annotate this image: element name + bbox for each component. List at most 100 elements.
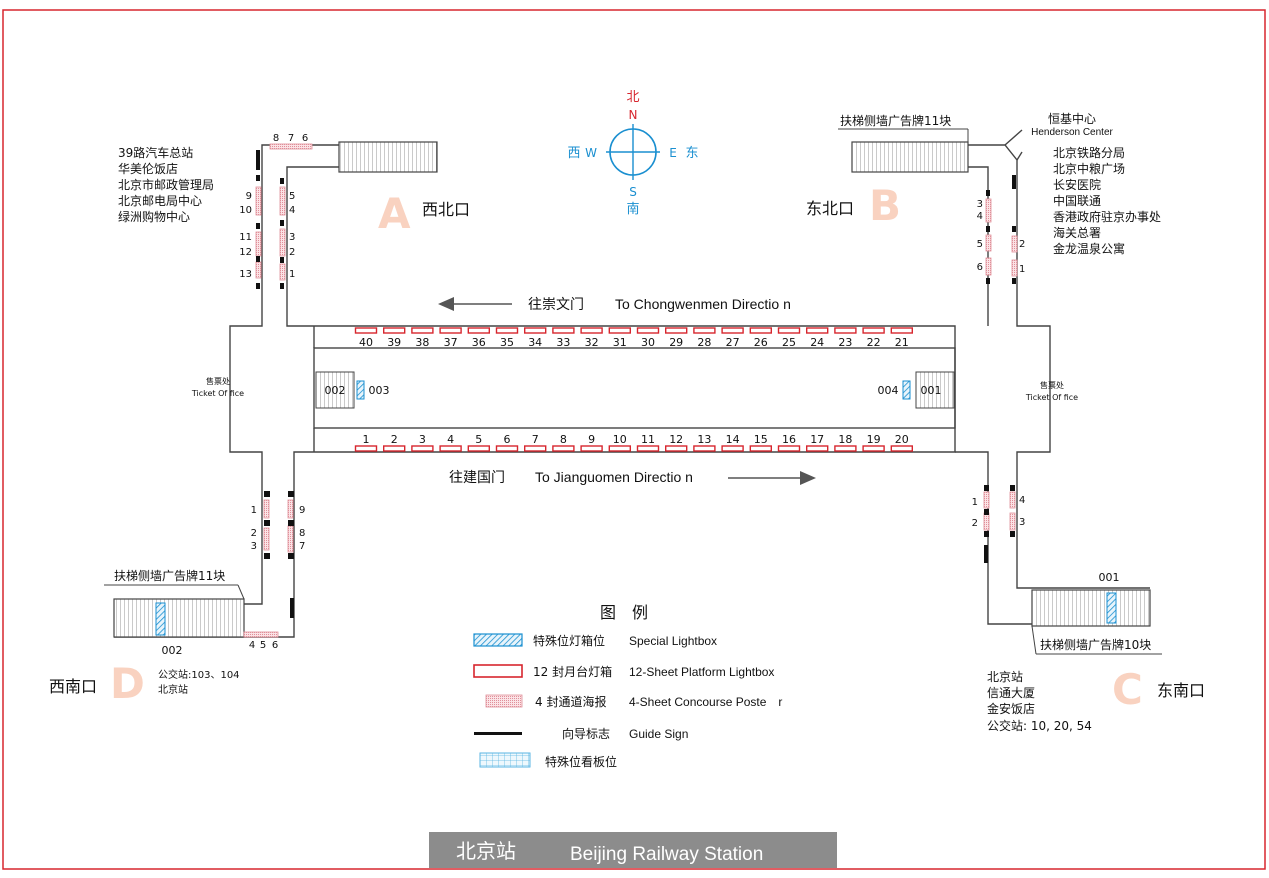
landmark-item: 北京站 (158, 683, 188, 696)
landmark-item: 绿洲购物中心 (118, 209, 190, 224)
sw-bottom-num: 6 (272, 640, 278, 651)
compass-south-en: S (629, 185, 637, 199)
compass-west-en: W (585, 146, 597, 160)
landmark-item: 北京站 (987, 670, 1023, 684)
south-platform-number: 15 (754, 433, 768, 446)
north-platform-lightbox-36 (467, 327, 490, 334)
nw-corridor-wall (114, 144, 339, 605)
outer-frame (2, 9, 1266, 870)
sw-escalator (113, 598, 245, 638)
platform-escalator-east (915, 371, 955, 409)
legend-item-cn: 特殊位看板位 (545, 754, 617, 769)
nw-right-num: 4 (289, 205, 295, 216)
south-platform-lightbox-12 (665, 445, 688, 452)
sw-bottom-num: 5 (260, 640, 266, 651)
ne-left-num: 3 (977, 199, 983, 210)
special-lightbox-003 (356, 380, 365, 400)
north-platform-number: 21 (895, 336, 909, 349)
north-platform-lightbox-25 (777, 327, 801, 334)
platform-special-003: 003 (369, 384, 390, 397)
north-platform-lightboxes (354, 327, 913, 334)
nw-left-num: 12 (239, 247, 252, 258)
south-platform-lightbox-7 (524, 445, 547, 452)
direction-north-en: To Chongwenmen Directio n (615, 296, 791, 312)
escalator-wall-ad-sw: 扶梯侧墙广告牌11块 (114, 568, 225, 583)
north-platform-lightbox-26 (749, 327, 772, 334)
north-platform-lightbox-39 (383, 327, 406, 334)
sw-left-num: 1 (251, 505, 257, 516)
south-platform-lightbox-11 (636, 445, 660, 452)
title-banner (429, 832, 837, 868)
special-lightbox-se (1106, 592, 1117, 624)
south-platform-lightbox-13 (693, 445, 716, 452)
ticket-office-east-en: Ticket Of fice (1025, 393, 1078, 402)
compass-east-en: E (669, 146, 677, 160)
north-platform-lightbox-21 (890, 327, 913, 334)
platform-special-004: 004 (878, 384, 899, 397)
south-platform-number: 19 (867, 433, 881, 446)
south-platform-number: 7 (532, 433, 539, 446)
south-platform-lightbox-15 (749, 445, 772, 452)
entrance-d-letter: D (110, 659, 145, 708)
direction-south: 往建国门 To Jianguomen Directio n (449, 469, 816, 486)
compass-north-en: N (629, 108, 638, 122)
north-platform-lightbox-31 (608, 327, 631, 334)
se-escalator (1031, 589, 1151, 627)
nw-left-num: 13 (239, 269, 252, 280)
landmark-item: 39路汽车总站 (118, 145, 193, 160)
nw-escalator (338, 141, 438, 173)
south-platform-lightbox-5 (467, 445, 490, 452)
direction-north-cn: 往崇文门 (528, 297, 584, 313)
entrance-a-name: 西北口 (422, 200, 470, 219)
north-platform-number: 37 (444, 336, 458, 349)
landmark-item: 长安医院 (1053, 177, 1101, 192)
landmark-item: 北京邮电局中心 (118, 193, 202, 208)
south-platform-number: 10 (613, 433, 627, 446)
north-platform-number: 34 (528, 336, 542, 349)
ticket-office-east-cn: 售票处 (1040, 380, 1064, 390)
compass-west-cn: 西 (567, 146, 580, 161)
south-platform-lightbox-14 (721, 445, 744, 452)
north-platform-number: 25 (782, 336, 796, 349)
title-banner-en: Beijing Railway Station (570, 844, 763, 865)
north-platform-number: 30 (641, 336, 655, 349)
ne-right-num: 1 (1019, 264, 1025, 275)
south-platform-number: 14 (726, 433, 740, 446)
landmark-item: 金安饭店 (987, 701, 1035, 716)
north-platform-number: 26 (754, 336, 768, 349)
nw-left-num: 11 (239, 232, 252, 243)
south-platform-number: 20 (895, 433, 909, 446)
south-platform-lightbox-9 (580, 445, 603, 452)
henderson-pointer (1004, 129, 1023, 146)
legend-item-en: 12-Sheet Platform Lightbox (629, 665, 774, 679)
entrance-c-letter: C (1112, 665, 1143, 714)
north-platform-lightbox-40 (354, 327, 378, 334)
north-platform-lightbox-38 (411, 327, 434, 334)
se-right-num: 4 (1019, 495, 1025, 506)
south-platform-lightbox-1 (354, 445, 378, 452)
ne-right-num: 2 (1019, 239, 1025, 250)
south-platform-number: 16 (782, 433, 796, 446)
legend-platform-lightbox-swatch (473, 664, 523, 678)
nw-right-num: 5 (289, 191, 295, 202)
south-platform-number: 11 (641, 433, 655, 446)
landmark-item: 海关总署 (1053, 225, 1101, 240)
south-platform-lightbox-10 (608, 445, 631, 452)
sw-right-num: 8 (299, 528, 305, 539)
legend-item-cn: 12 封月台灯箱 (533, 664, 612, 679)
platform-outline (313, 347, 956, 429)
entrance-b-name: 东北口 (806, 199, 854, 218)
landmark-item: 北京中粮广场 (1053, 161, 1125, 176)
arrow-left-icon (438, 297, 454, 311)
south-platform-number: 1 (363, 433, 370, 446)
north-platform-number: 22 (867, 336, 881, 349)
nw-top-num: 7 (288, 133, 294, 144)
special-lightbox-sw (155, 602, 166, 636)
escalator-label-sw: 扶梯侧墙广告牌11块 (104, 568, 245, 600)
platform-special-002: 002 (325, 384, 346, 397)
ne-left-num: 4 (977, 211, 983, 222)
south-platform-lightboxes (354, 445, 913, 452)
landmark-item: 公交站: 10, 20, 54 (987, 718, 1092, 733)
legend-item-cn: 特殊位灯箱位 (533, 633, 605, 648)
